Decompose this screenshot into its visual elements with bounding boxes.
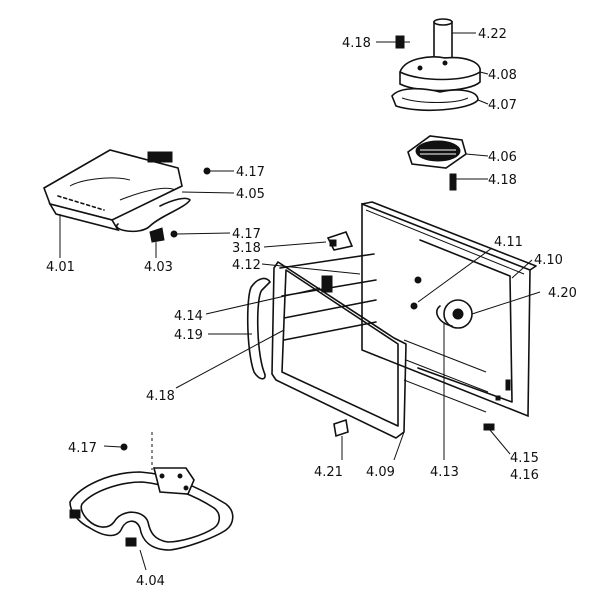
label-4-06: 4.06 — [488, 150, 517, 165]
screw-4-18-lower — [449, 173, 457, 191]
grill-connector-4-03 — [149, 227, 165, 243]
part-labels: 4.18 4.22 4.08 4.07 4.06 4.18 4.17 4.05 … — [46, 27, 577, 589]
label-4-11: 4.11 — [494, 235, 523, 250]
screw-4-17-c — [120, 443, 128, 451]
label-4-05: 4.05 — [236, 187, 265, 202]
label-4-04: 4.04 — [136, 574, 165, 589]
label-4-14: 4.14 — [174, 309, 203, 324]
label-4-01: 4.01 — [46, 260, 75, 275]
bottom-element-4-04 — [69, 432, 234, 551]
motor-housing-4-08 — [399, 56, 481, 92]
screw-4-17-a — [203, 167, 211, 175]
screw-4-17-b — [170, 230, 178, 238]
label-4-22: 4.22 — [478, 27, 507, 42]
label-4-13: 4.13 — [430, 465, 459, 480]
label-4-20: 4.20 — [548, 286, 577, 301]
leader-lines — [59, 32, 541, 571]
oven-cavity — [246, 201, 537, 439]
label-4-17-a: 4.17 — [236, 165, 265, 180]
grill-element-4-01 — [43, 149, 191, 233]
motor-shaft-4-22 — [433, 18, 453, 59]
gasket-4-07 — [391, 87, 479, 112]
label-4-12: 4.12 — [232, 258, 261, 273]
label-4-10: 4.10 — [534, 253, 563, 268]
label-4-21: 4.21 — [314, 465, 343, 480]
label-4-17-b: 4.17 — [232, 227, 261, 242]
label-4-18-cavity: 4.18 — [146, 389, 175, 404]
label-4-16: 4.16 — [510, 468, 539, 483]
label-4-09: 4.09 — [366, 465, 395, 480]
label-3-18: 3.18 — [232, 241, 261, 256]
label-4-07: 4.07 — [488, 98, 517, 113]
label-4-15: 4.15 — [510, 451, 539, 466]
label-4-08: 4.08 — [488, 68, 517, 83]
label-4-19: 4.19 — [174, 328, 203, 343]
fan-cover-4-06 — [407, 135, 467, 169]
label-4-18-fan: 4.18 — [488, 173, 517, 188]
label-4-03: 4.03 — [144, 260, 173, 275]
label-4-18-top: 4.18 — [342, 36, 371, 51]
label-4-17-c: 4.17 — [68, 441, 97, 456]
